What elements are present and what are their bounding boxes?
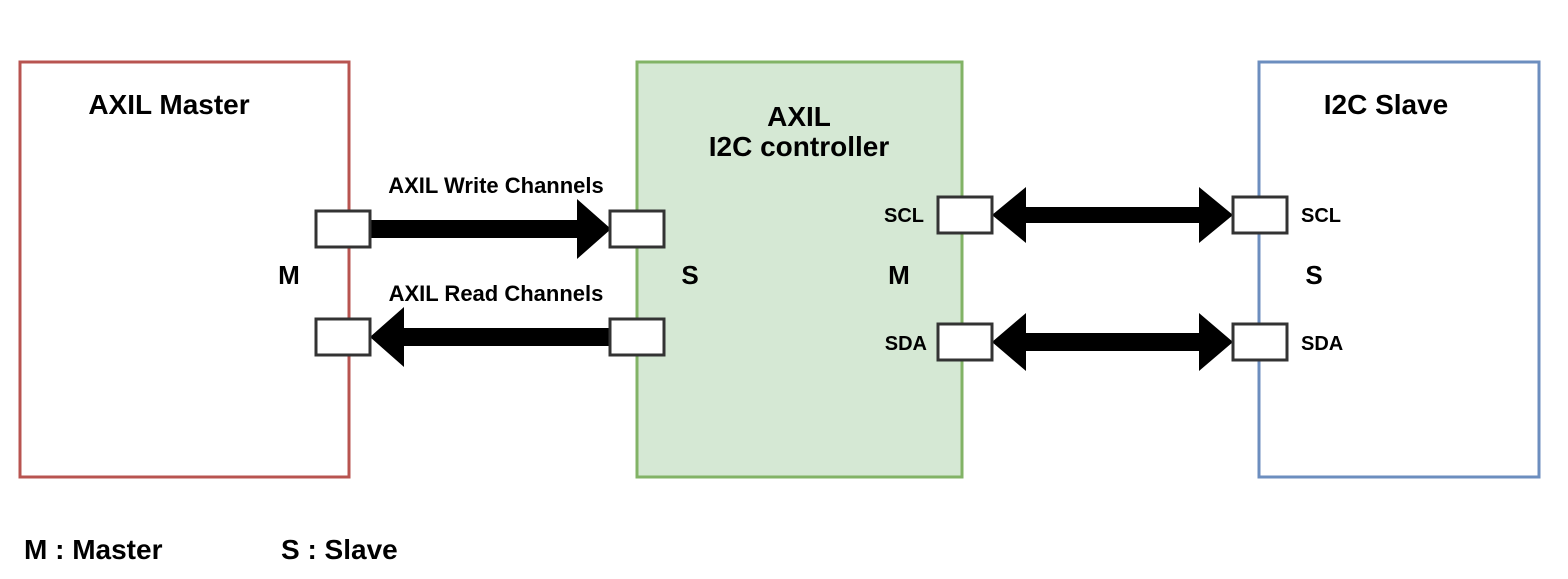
slave-scl-port bbox=[1231, 195, 1289, 235]
axil-read-arrow bbox=[370, 307, 610, 367]
i2c-controller-title-line2: I2C controller bbox=[709, 131, 890, 162]
axil-master-role-label: M bbox=[278, 260, 300, 290]
i2c-controller-title-line1: AXIL bbox=[767, 101, 831, 132]
i2c-slave-sda-label: SDA bbox=[1301, 333, 1343, 355]
controller-write-port bbox=[608, 209, 666, 249]
i2c-controller-slave-role-label: S bbox=[681, 260, 698, 290]
controller-read-port bbox=[608, 317, 666, 357]
i2c-controller-block bbox=[635, 60, 964, 479]
axil-master-title: AXIL Master bbox=[88, 89, 249, 120]
i2c-controller-scl-label: SCL bbox=[884, 205, 924, 227]
i2c-slave-role-label: S bbox=[1305, 260, 1322, 290]
axil-read-channels-label: AXIL Read Channels bbox=[389, 281, 604, 306]
i2c-controller-master-role-label: M bbox=[888, 260, 910, 290]
controller-scl-port bbox=[936, 195, 994, 235]
scl-bidirectional-arrow bbox=[992, 187, 1233, 243]
legend-slave: S : Slave bbox=[281, 534, 398, 565]
i2c-slave-title: I2C Slave bbox=[1324, 89, 1449, 120]
axil-write-channels-label: AXIL Write Channels bbox=[388, 173, 604, 198]
axil-master-block bbox=[18, 60, 351, 479]
sda-bidirectional-arrow bbox=[992, 313, 1233, 371]
i2c-slave-scl-label: SCL bbox=[1301, 205, 1341, 227]
controller-sda-port bbox=[936, 322, 994, 362]
i2c-slave-block bbox=[1257, 60, 1541, 479]
i2c-controller-sda-label: SDA bbox=[885, 333, 927, 355]
master-write-port bbox=[314, 209, 372, 249]
axil-write-arrow bbox=[370, 199, 611, 259]
slave-sda-port bbox=[1231, 322, 1289, 362]
master-read-port bbox=[314, 317, 372, 357]
legend-master: M : Master bbox=[24, 534, 163, 565]
